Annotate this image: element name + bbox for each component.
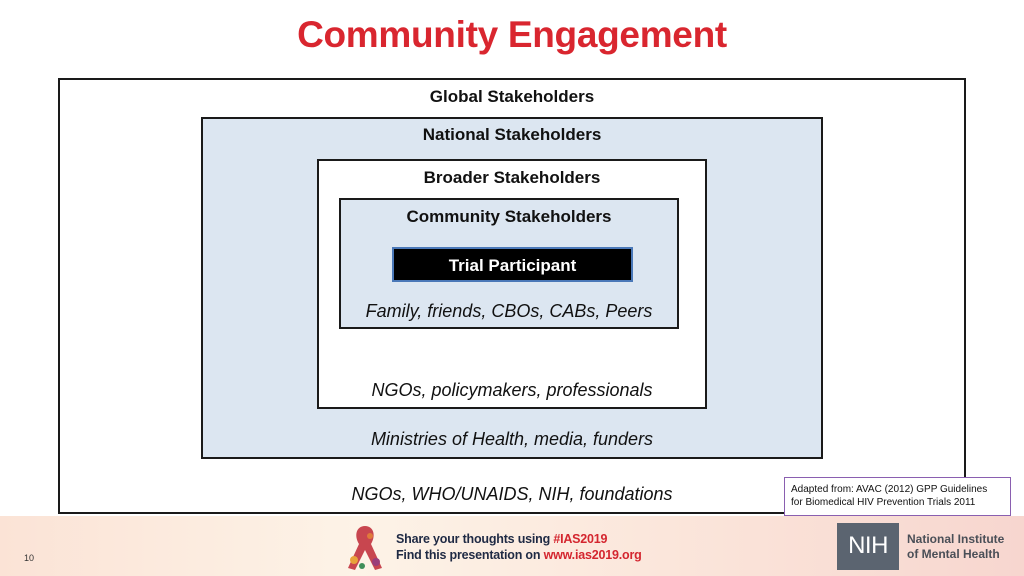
nih-name-line-1: National Institute — [907, 532, 1005, 546]
slide-title: Community Engagement — [297, 14, 727, 55]
trial-participant-box: Trial Participant — [392, 247, 633, 282]
nih-institute-name: National Institute of Mental Health — [907, 532, 1004, 562]
page-number: 10 — [24, 553, 35, 563]
find-url-link[interactable]: www.ias2019.org — [543, 548, 642, 562]
source-note-line-1: Adapted from: AVAC (2012) GPP Guidelines — [791, 484, 988, 495]
nih-logo-text: NIH — [848, 532, 888, 559]
nih-logo: NIH — [837, 523, 899, 570]
global-stakeholders-examples: NGOs, WHO/UNAIDS, NIH, foundations — [351, 484, 673, 504]
national-stakeholders-label: National Stakeholders — [422, 125, 602, 144]
broader-stakeholders-examples: NGOs, policymakers, professionals — [371, 380, 653, 400]
community-stakeholders-examples: Family, friends, CBOs, CABs, Peers — [365, 301, 653, 321]
find-presentation-text: Find this presentation on www.ias2019.or… — [396, 548, 642, 562]
share-hashtag: #IAS2019 — [553, 532, 608, 546]
broader-stakeholders-label: Broader Stakeholders — [423, 168, 601, 187]
trial-participant-label: Trial Participant — [448, 256, 577, 275]
community-stakeholders-label: Community Stakeholders — [406, 207, 612, 226]
share-thoughts-text: Share your thoughts using #IAS2019 — [396, 532, 608, 546]
find-prefix: Find this presentation on — [396, 548, 544, 562]
national-stakeholders-examples: Ministries of Health, media, funders — [370, 429, 654, 449]
share-prefix: Share your thoughts using — [396, 532, 554, 546]
aids-ribbon-icon — [348, 526, 382, 570]
nih-name-line-2: of Mental Health — [907, 547, 1000, 561]
global-stakeholders-label: Global Stakeholders — [429, 87, 595, 106]
source-note-line-2: for Biomedical HIV Prevention Trials 201… — [791, 497, 976, 508]
source-note: Adapted from: AVAC (2012) GPP Guidelines… — [784, 477, 1011, 516]
